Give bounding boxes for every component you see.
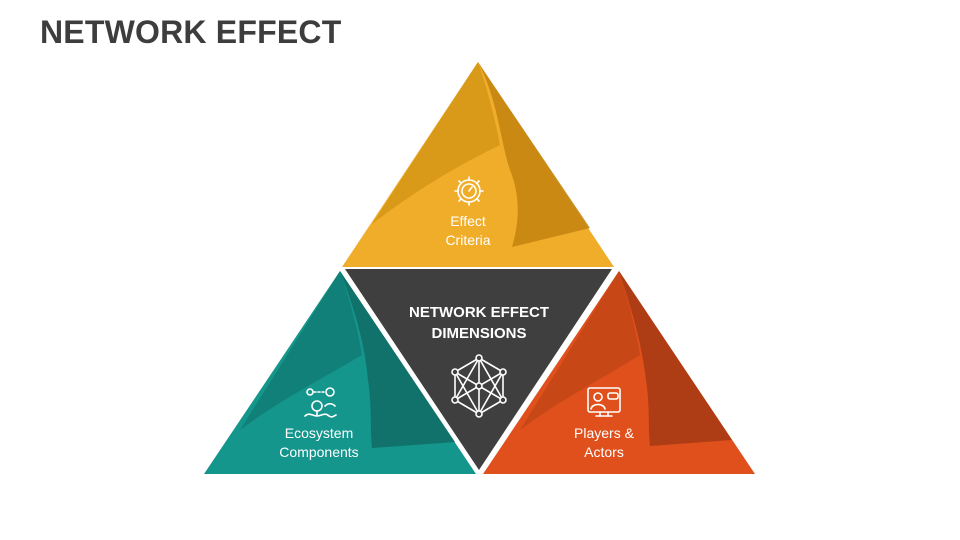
segment-left-label-line1: Ecosystem: [285, 425, 353, 441]
segment-right-fold: [619, 271, 732, 446]
segment-right-label-line1: Players &: [574, 425, 635, 441]
network-graph-icon: [451, 354, 507, 418]
gear-gauge-icon: [454, 176, 484, 206]
segment-top-label-line2: Criteria: [445, 232, 490, 248]
player-icon: [587, 387, 621, 417]
segment-right: Players & Actors: [483, 271, 755, 474]
center-segment: NETWORK EFFECT DIMENSIONS: [345, 269, 612, 470]
segment-right-fold-2: [520, 271, 640, 430]
ecosystem-icon: [304, 387, 337, 418]
segment-top-fold-2: [372, 62, 500, 224]
segment-left-label-line2: Components: [279, 444, 358, 460]
segment-left: Ecosystem Components: [204, 271, 476, 474]
segment-left-fold-2: [240, 271, 362, 430]
segment-top-label-line1: Effect: [450, 213, 486, 229]
center-label-line2: DIMENSIONS: [431, 325, 526, 342]
segment-left-fold: [340, 271, 455, 448]
segment-top: Effect Criteria: [342, 62, 614, 267]
segment-top-fold: [478, 62, 590, 247]
center-label-line1: NETWORK EFFECT: [409, 304, 549, 321]
segment-right-label-line2: Actors: [584, 444, 624, 460]
slide-title: NETWORK EFFECT: [40, 14, 342, 50]
